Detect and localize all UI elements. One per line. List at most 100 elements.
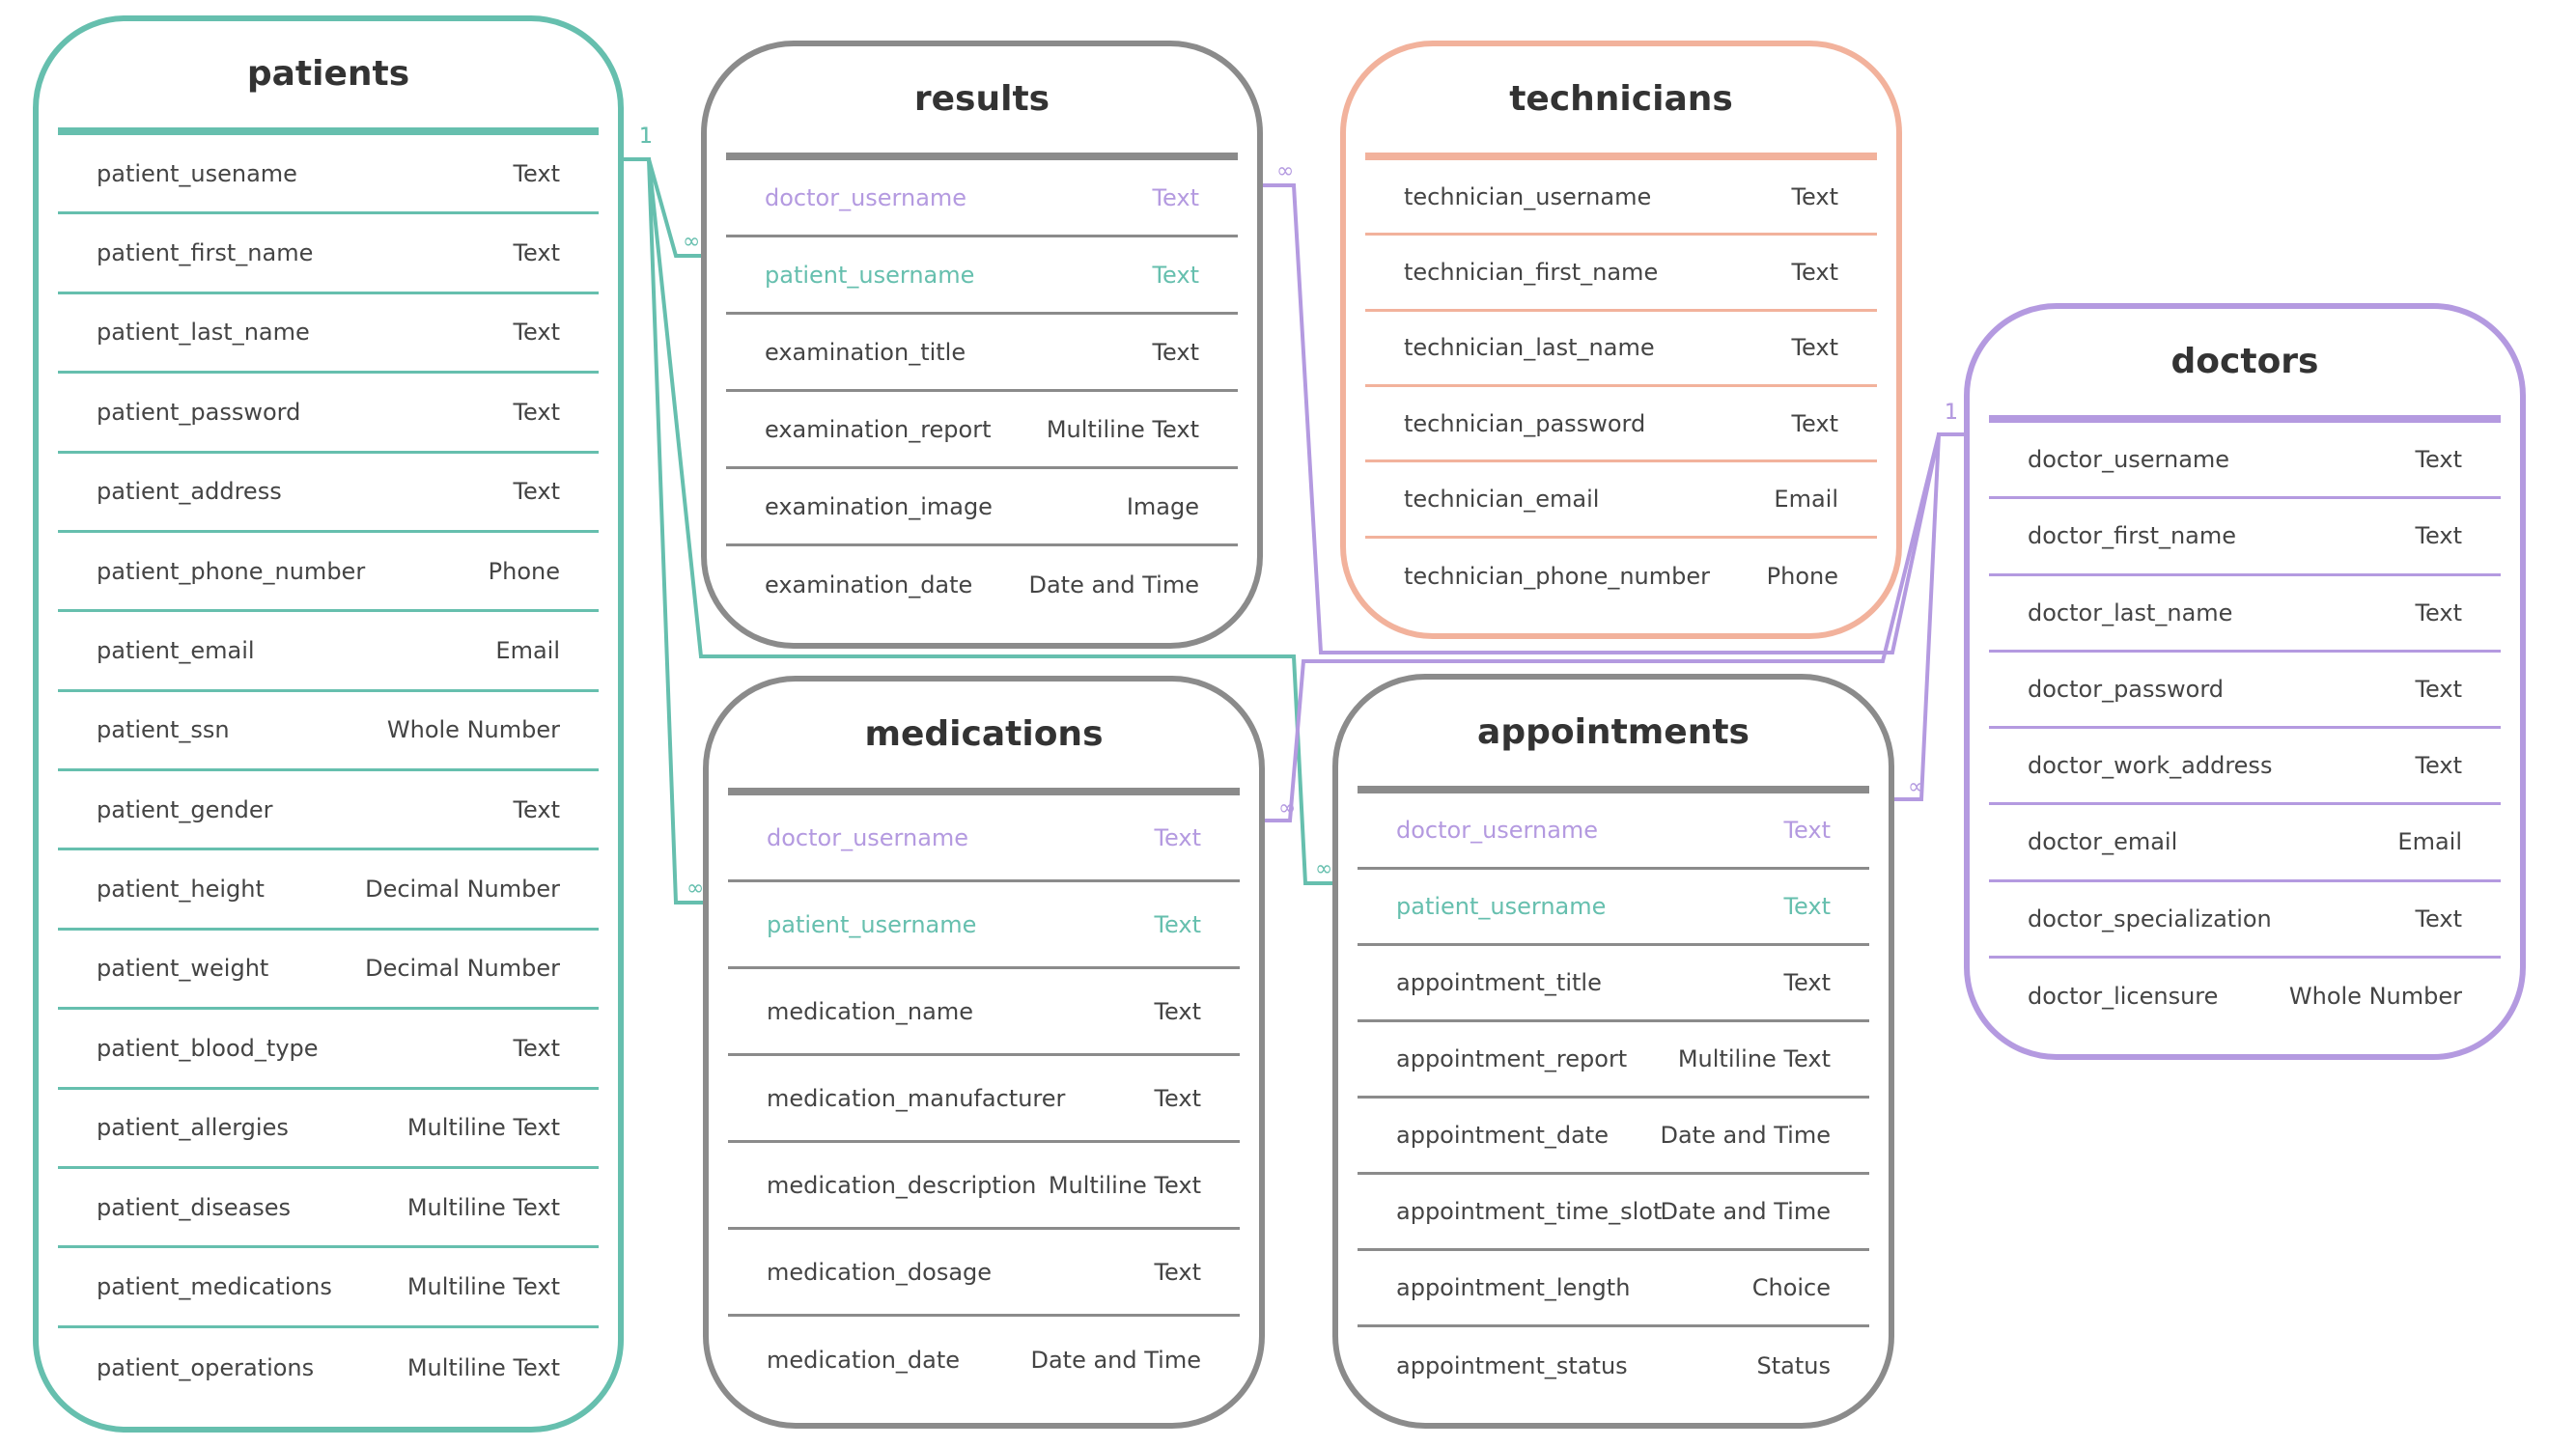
field-name: patient_first_name bbox=[97, 239, 314, 267]
field-type: Multiline Text bbox=[1677, 1045, 1831, 1072]
field-name: medication_manufacturer bbox=[767, 1084, 1066, 1112]
cardinality-many-label: ∞ bbox=[686, 877, 704, 901]
field-name: examination_report bbox=[765, 415, 992, 443]
cardinality-many-label: ∞ bbox=[1908, 775, 1925, 799]
field-type: Text bbox=[2415, 904, 2462, 932]
header-divider bbox=[58, 127, 599, 135]
field-name: doctor_specialization bbox=[2028, 904, 2272, 932]
field-name: patient_blood_type bbox=[97, 1034, 319, 1062]
field-type: Date and Time bbox=[1028, 571, 1199, 598]
field-name: appointment_status bbox=[1396, 1351, 1628, 1379]
field-type: Text bbox=[513, 319, 560, 347]
field-type: Multiline Text bbox=[406, 1272, 560, 1300]
field-name: examination_title bbox=[765, 338, 966, 366]
cardinality-one-label: 1 bbox=[1945, 401, 1958, 425]
field-type: Text bbox=[1152, 261, 1199, 289]
field-name: patient_username bbox=[1396, 893, 1607, 920]
field-type: Choice bbox=[1751, 1274, 1831, 1301]
cardinality-one-label: 1 bbox=[639, 125, 653, 149]
table-title-patients: patients bbox=[246, 54, 410, 94]
field-row-patient-medications[interactable]: patient_medications Multiline Text bbox=[58, 1248, 599, 1328]
field-name: doctor_username bbox=[2028, 446, 2230, 474]
field-name: doctor_first_name bbox=[2028, 522, 2237, 550]
field-name: patient_phone_number bbox=[97, 557, 366, 585]
field-row-appointment-length[interactable]: appointment_length Choice bbox=[1358, 1251, 1869, 1327]
field-type: Text bbox=[1791, 409, 1838, 437]
table-title-results: results bbox=[913, 79, 1050, 119]
field-type: Text bbox=[513, 239, 560, 267]
field-type: Text bbox=[1154, 1258, 1201, 1286]
field-row-doctor-specialization[interactable]: doctor_specialization Text bbox=[1989, 882, 2501, 959]
field-name: patient_last_name bbox=[97, 319, 310, 347]
field-name: technician_first_name bbox=[1404, 258, 1659, 286]
field-name: technician_last_name bbox=[1404, 334, 1655, 362]
field-type: Text bbox=[513, 159, 560, 187]
field-row-patient-first-name[interactable]: patient_first_name Text bbox=[58, 214, 599, 294]
field-name: patient_address bbox=[97, 478, 282, 506]
field-row-patient-last-name[interactable]: patient_last_name Text bbox=[58, 294, 599, 375]
field-name: examination_date bbox=[765, 571, 973, 598]
field-name: appointment_title bbox=[1396, 969, 1602, 996]
field-name: medication_name bbox=[767, 997, 973, 1025]
field-type: Text bbox=[1154, 910, 1201, 938]
field-name: technician_email bbox=[1404, 485, 1600, 513]
field-type: Whole Number bbox=[2288, 983, 2462, 1011]
field-name: appointment_length bbox=[1396, 1274, 1631, 1301]
cardinality-many-label: ∞ bbox=[683, 230, 700, 254]
field-name: examination_image bbox=[765, 492, 993, 520]
field-row-examination-date[interactable]: examination_date Date and Time bbox=[726, 546, 1238, 624]
field-name: patient_medications bbox=[97, 1272, 332, 1300]
